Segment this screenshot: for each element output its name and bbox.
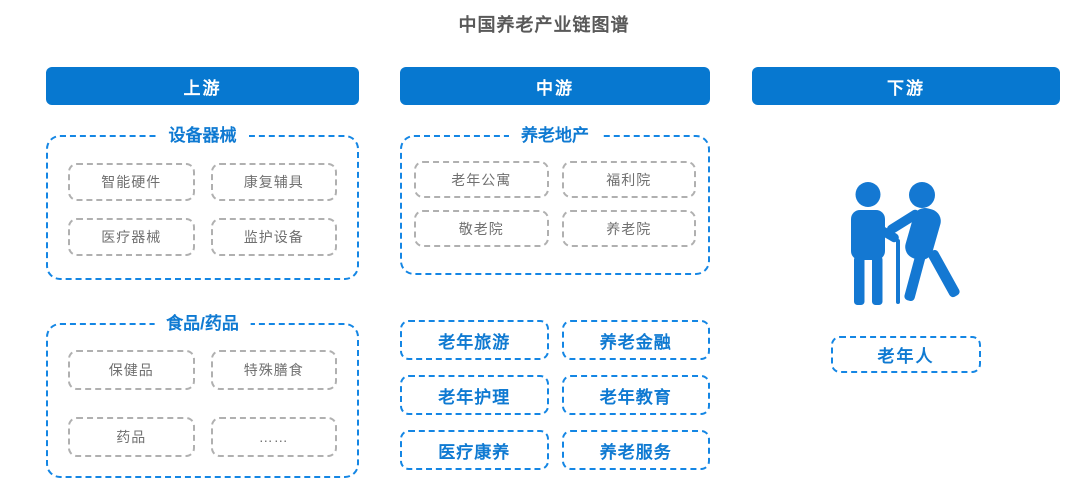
midstream-header: 中游 bbox=[400, 67, 710, 105]
item-senior-apartments: 老年公寓 bbox=[414, 161, 549, 198]
item-medicine: 药品 bbox=[68, 417, 195, 457]
item-nursing-home: 养老院 bbox=[561, 210, 696, 247]
item-monitoring-equipment: 监护设备 bbox=[210, 218, 337, 256]
group-food-medicine-title: 食品/药品 bbox=[154, 313, 251, 335]
midstream-sectors: 老年旅游 养老金融 老年护理 老年教育 医疗康养 养老服务 bbox=[400, 320, 710, 470]
column-downstream: 下游 老年人 bbox=[752, 67, 1060, 373]
item-special-diet: 特殊膳食 bbox=[210, 350, 337, 390]
sector-pension-finance: 养老金融 bbox=[561, 320, 710, 360]
group-senior-real-estate: 养老地产 老年公寓 福利院 敬老院 养老院 bbox=[400, 125, 710, 275]
item-respect-home: 敬老院 bbox=[414, 210, 549, 247]
group-senior-real-estate-title: 养老地产 bbox=[509, 125, 601, 147]
upstream-header: 上游 bbox=[46, 67, 359, 105]
downstream-header: 下游 bbox=[752, 67, 1060, 105]
sector-elderly-services: 养老服务 bbox=[561, 430, 710, 470]
column-upstream: 上游 设备器械 智能硬件 康复辅具 医疗器械 监护设备 食品/药品 保健品 特殊… bbox=[46, 67, 359, 478]
elderly-people-box: 老年人 bbox=[831, 336, 981, 373]
sector-senior-education: 老年教育 bbox=[561, 375, 710, 415]
group-food-medicine: 食品/药品 保健品 特殊膳食 药品 …… bbox=[46, 313, 359, 478]
group-equipment: 设备器械 智能硬件 康复辅具 医疗器械 监护设备 bbox=[46, 125, 359, 280]
group-food-medicine-items: 保健品 特殊膳食 药品 …… bbox=[48, 325, 357, 457]
item-rehab-aids: 康复辅具 bbox=[210, 163, 337, 201]
item-medical-devices: 医疗器械 bbox=[68, 218, 195, 256]
item-health-products: 保健品 bbox=[68, 350, 195, 390]
column-midstream: 中游 养老地产 老年公寓 福利院 敬老院 养老院 老年旅游 养老金融 老年护理 … bbox=[400, 67, 710, 470]
sector-medical-wellness: 医疗康养 bbox=[400, 430, 549, 470]
item-smart-hardware: 智能硬件 bbox=[68, 163, 195, 201]
group-senior-real-estate-items: 老年公寓 福利院 敬老院 养老院 bbox=[402, 137, 708, 247]
group-equipment-title: 设备器械 bbox=[156, 125, 249, 147]
sector-senior-nursing: 老年护理 bbox=[400, 375, 549, 415]
group-equipment-items: 智能硬件 康复辅具 医疗器械 监护设备 bbox=[48, 137, 357, 256]
elderly-care-icon bbox=[752, 182, 1060, 306]
page-title: 中国养老产业链图谱 bbox=[458, 15, 630, 35]
item-welfare-home: 福利院 bbox=[561, 161, 696, 198]
sector-senior-tourism: 老年旅游 bbox=[400, 320, 549, 360]
item-ellipsis: …… bbox=[210, 417, 337, 457]
